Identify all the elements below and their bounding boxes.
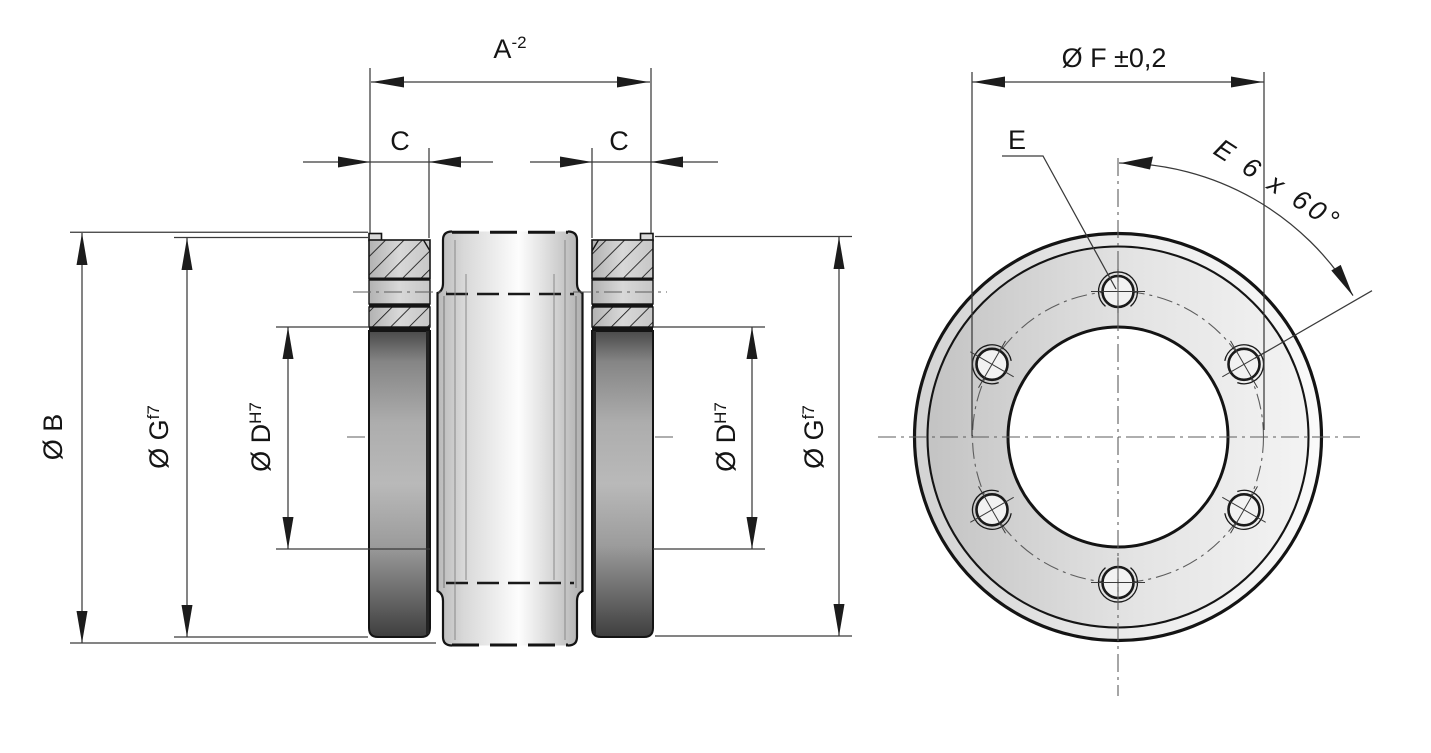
dim-label-ring-dia-right: Ø Gf7 <box>799 405 829 469</box>
front-view <box>878 158 1360 696</box>
dim-bore-diameter-left: Ø DH7 <box>246 326 430 550</box>
dim-bolt-circle: Ø F ±0,2 <box>971 43 1265 436</box>
dim-label-sleeve-dia: Ø B <box>38 414 68 461</box>
dim-label-ring-width-left: C <box>390 126 410 156</box>
right-clamping-ring <box>591 232 654 638</box>
dim-label-bolt-circle: Ø F ±0,2 <box>1062 43 1167 73</box>
sleeve-body <box>436 230 584 647</box>
side-section-view <box>347 230 676 647</box>
front-view-centerlines <box>878 158 1360 696</box>
bolt-holes <box>970 266 1266 608</box>
dim-ring-diameter-left: Ø Gf7 <box>144 236 368 638</box>
dim-label-bore-dia-right: Ø DH7 <box>711 402 741 472</box>
dim-overall-length: A-2 <box>369 33 652 233</box>
dim-label-ring-width-right: C <box>609 126 629 156</box>
dim-label-length: A-2 <box>493 33 526 64</box>
hole-pattern-label: E 6 x 60° <box>1209 133 1348 238</box>
dim-ring-diameter-right: Ø Gf7 <box>655 235 852 637</box>
left-clamping-ring <box>368 232 431 638</box>
dim-sleeve-diameter: Ø B <box>38 231 436 644</box>
bolt-hole-lower-right <box>1222 486 1266 534</box>
dim-ring-width-right: C <box>530 126 718 238</box>
dim-label-ring-dia-left: Ø Gf7 <box>144 405 174 469</box>
hole-reference-leader: E <box>1002 125 1117 290</box>
hole-ref-label: E <box>1008 125 1026 155</box>
dim-bore-diameter-right: Ø DH7 <box>653 326 765 550</box>
dim-ring-width-left: C <box>303 126 493 238</box>
bolt-hole-upper-left <box>970 340 1014 388</box>
dim-label-bore-dia-left: Ø DH7 <box>246 402 276 472</box>
side-view-centerlines <box>347 291 676 438</box>
bolt-hole-lower-left <box>970 486 1014 534</box>
